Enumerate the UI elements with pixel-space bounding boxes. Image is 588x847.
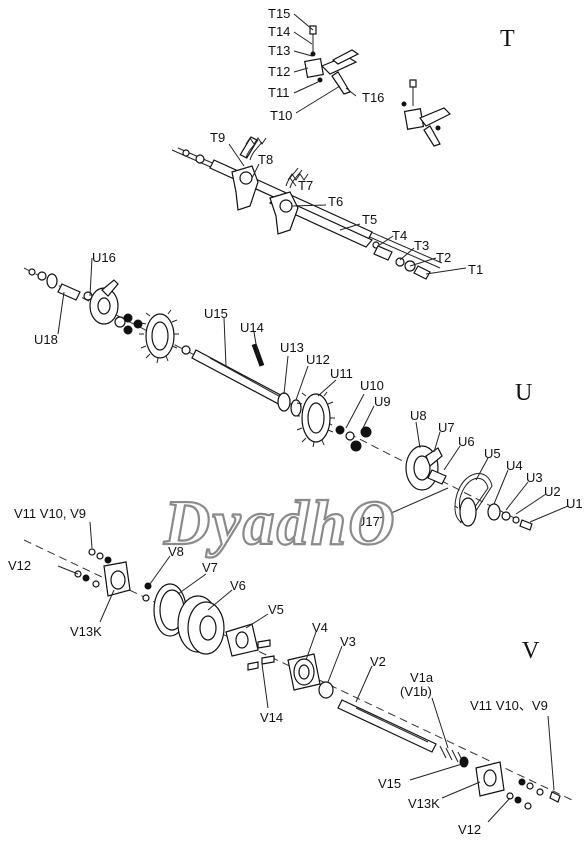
sprocket-u5	[459, 497, 477, 527]
label-t13: T13	[268, 43, 290, 58]
label-t16: T16	[362, 90, 384, 105]
seal-v3	[318, 681, 334, 699]
bearing-u4	[487, 503, 501, 521]
washer-u13	[277, 392, 291, 412]
label-v2: V2	[370, 654, 386, 669]
section-t-heading: T	[500, 26, 515, 52]
label-u15: U15	[204, 306, 228, 321]
sprocket-u-large-left	[139, 309, 179, 364]
label-u11: U11	[330, 366, 353, 381]
small-gears-u	[114, 313, 143, 335]
label-u12: U12	[306, 352, 330, 367]
label-v4: V4	[312, 620, 328, 635]
lever-t8	[231, 136, 267, 211]
washer-u10	[345, 431, 355, 441]
label-u13: U13	[280, 340, 304, 355]
label-u7: U7	[438, 420, 455, 435]
screws-v14	[247, 639, 275, 671]
label-v8: V8	[168, 544, 184, 559]
latch-assembly-left	[304, 25, 360, 95]
label-v12-right: V12	[458, 822, 481, 837]
section-t: T	[171, 6, 515, 280]
label-v12-left: V12	[8, 558, 31, 573]
v-left-hardware	[74, 548, 112, 588]
label-u14: U14	[240, 320, 264, 335]
washer-u2	[512, 516, 520, 524]
label-t1: T1	[468, 262, 483, 277]
label-v13k-left: V13K	[70, 624, 102, 639]
label-u16: U16	[92, 250, 116, 265]
label-t11: T11	[268, 85, 289, 100]
label-u5: U5	[484, 446, 501, 461]
gear-u9b	[360, 426, 372, 438]
label-t12: T12	[268, 64, 290, 79]
gear-u16	[89, 279, 119, 325]
label-t14: T14	[268, 24, 290, 39]
section-u: U	[23, 250, 583, 531]
label-v15: V15	[378, 776, 401, 791]
label-u9: U9	[374, 394, 391, 409]
label-t5: T5	[362, 212, 377, 227]
section-v-heading: V	[522, 638, 540, 664]
label-t8: T8	[258, 152, 273, 167]
bushing-u12	[290, 399, 302, 417]
label-u2: U2	[544, 484, 561, 499]
label-v11-v10-v9-right: V11 V10、V9	[470, 698, 548, 713]
label-t9: T9	[210, 130, 225, 145]
gear-v15	[459, 756, 469, 768]
spring-v1a	[439, 745, 465, 765]
label-v13k-right: V13K	[408, 796, 440, 811]
bearing-flange-v13k-left	[103, 561, 131, 597]
lever-t6	[269, 173, 309, 235]
label-u1: U1	[566, 496, 583, 511]
latch-assembly-right	[401, 79, 452, 147]
label-t3: T3	[414, 238, 429, 253]
washer-u3	[501, 511, 511, 521]
label-v14: V14	[260, 710, 283, 725]
label-t2: T2	[436, 250, 451, 265]
sprocket-u11	[295, 391, 335, 448]
pulley-v6	[177, 595, 225, 655]
v-right-hardware	[506, 778, 561, 810]
label-u17: U17	[356, 514, 380, 529]
label-t4: T4	[392, 228, 407, 243]
bolt-u1	[519, 519, 533, 531]
label-v7: V7	[202, 560, 218, 575]
label-v5: V5	[268, 602, 284, 617]
gear-u10a	[335, 425, 345, 435]
label-t10: T10	[270, 108, 292, 123]
label-u18: U18	[34, 332, 58, 347]
label-v6: V6	[230, 578, 246, 593]
housing-u8	[405, 445, 447, 491]
shaft-u15	[191, 349, 291, 409]
bracket-v5	[225, 623, 259, 657]
label-u3: U3	[526, 470, 543, 485]
bearing-flange-v13k-right	[475, 761, 505, 797]
u-left-hardware	[28, 268, 93, 301]
section-u-heading: U	[515, 380, 532, 406]
label-t15: T15	[268, 6, 290, 21]
spring-t9	[245, 139, 263, 161]
label-u8: U8	[410, 408, 427, 423]
label-u10: U10	[360, 378, 384, 393]
label-v1b: (V1b)	[400, 684, 432, 699]
spring-t7	[285, 167, 303, 189]
section-v: V	[8, 506, 573, 837]
bearing-housing-v4	[287, 653, 321, 691]
label-t7: T7	[298, 178, 313, 193]
label-v11-v10-v9-left: V11 V10, V9	[14, 506, 86, 521]
gear-u9	[350, 440, 362, 452]
shaft-v2	[337, 699, 437, 753]
label-v1a: V1a	[410, 670, 434, 685]
label-u4: U4	[506, 458, 523, 473]
label-t6: T6	[328, 194, 343, 209]
watermark: DyadhO	[163, 487, 396, 558]
label-v3: V3	[340, 634, 356, 649]
label-u6: U6	[458, 434, 475, 449]
